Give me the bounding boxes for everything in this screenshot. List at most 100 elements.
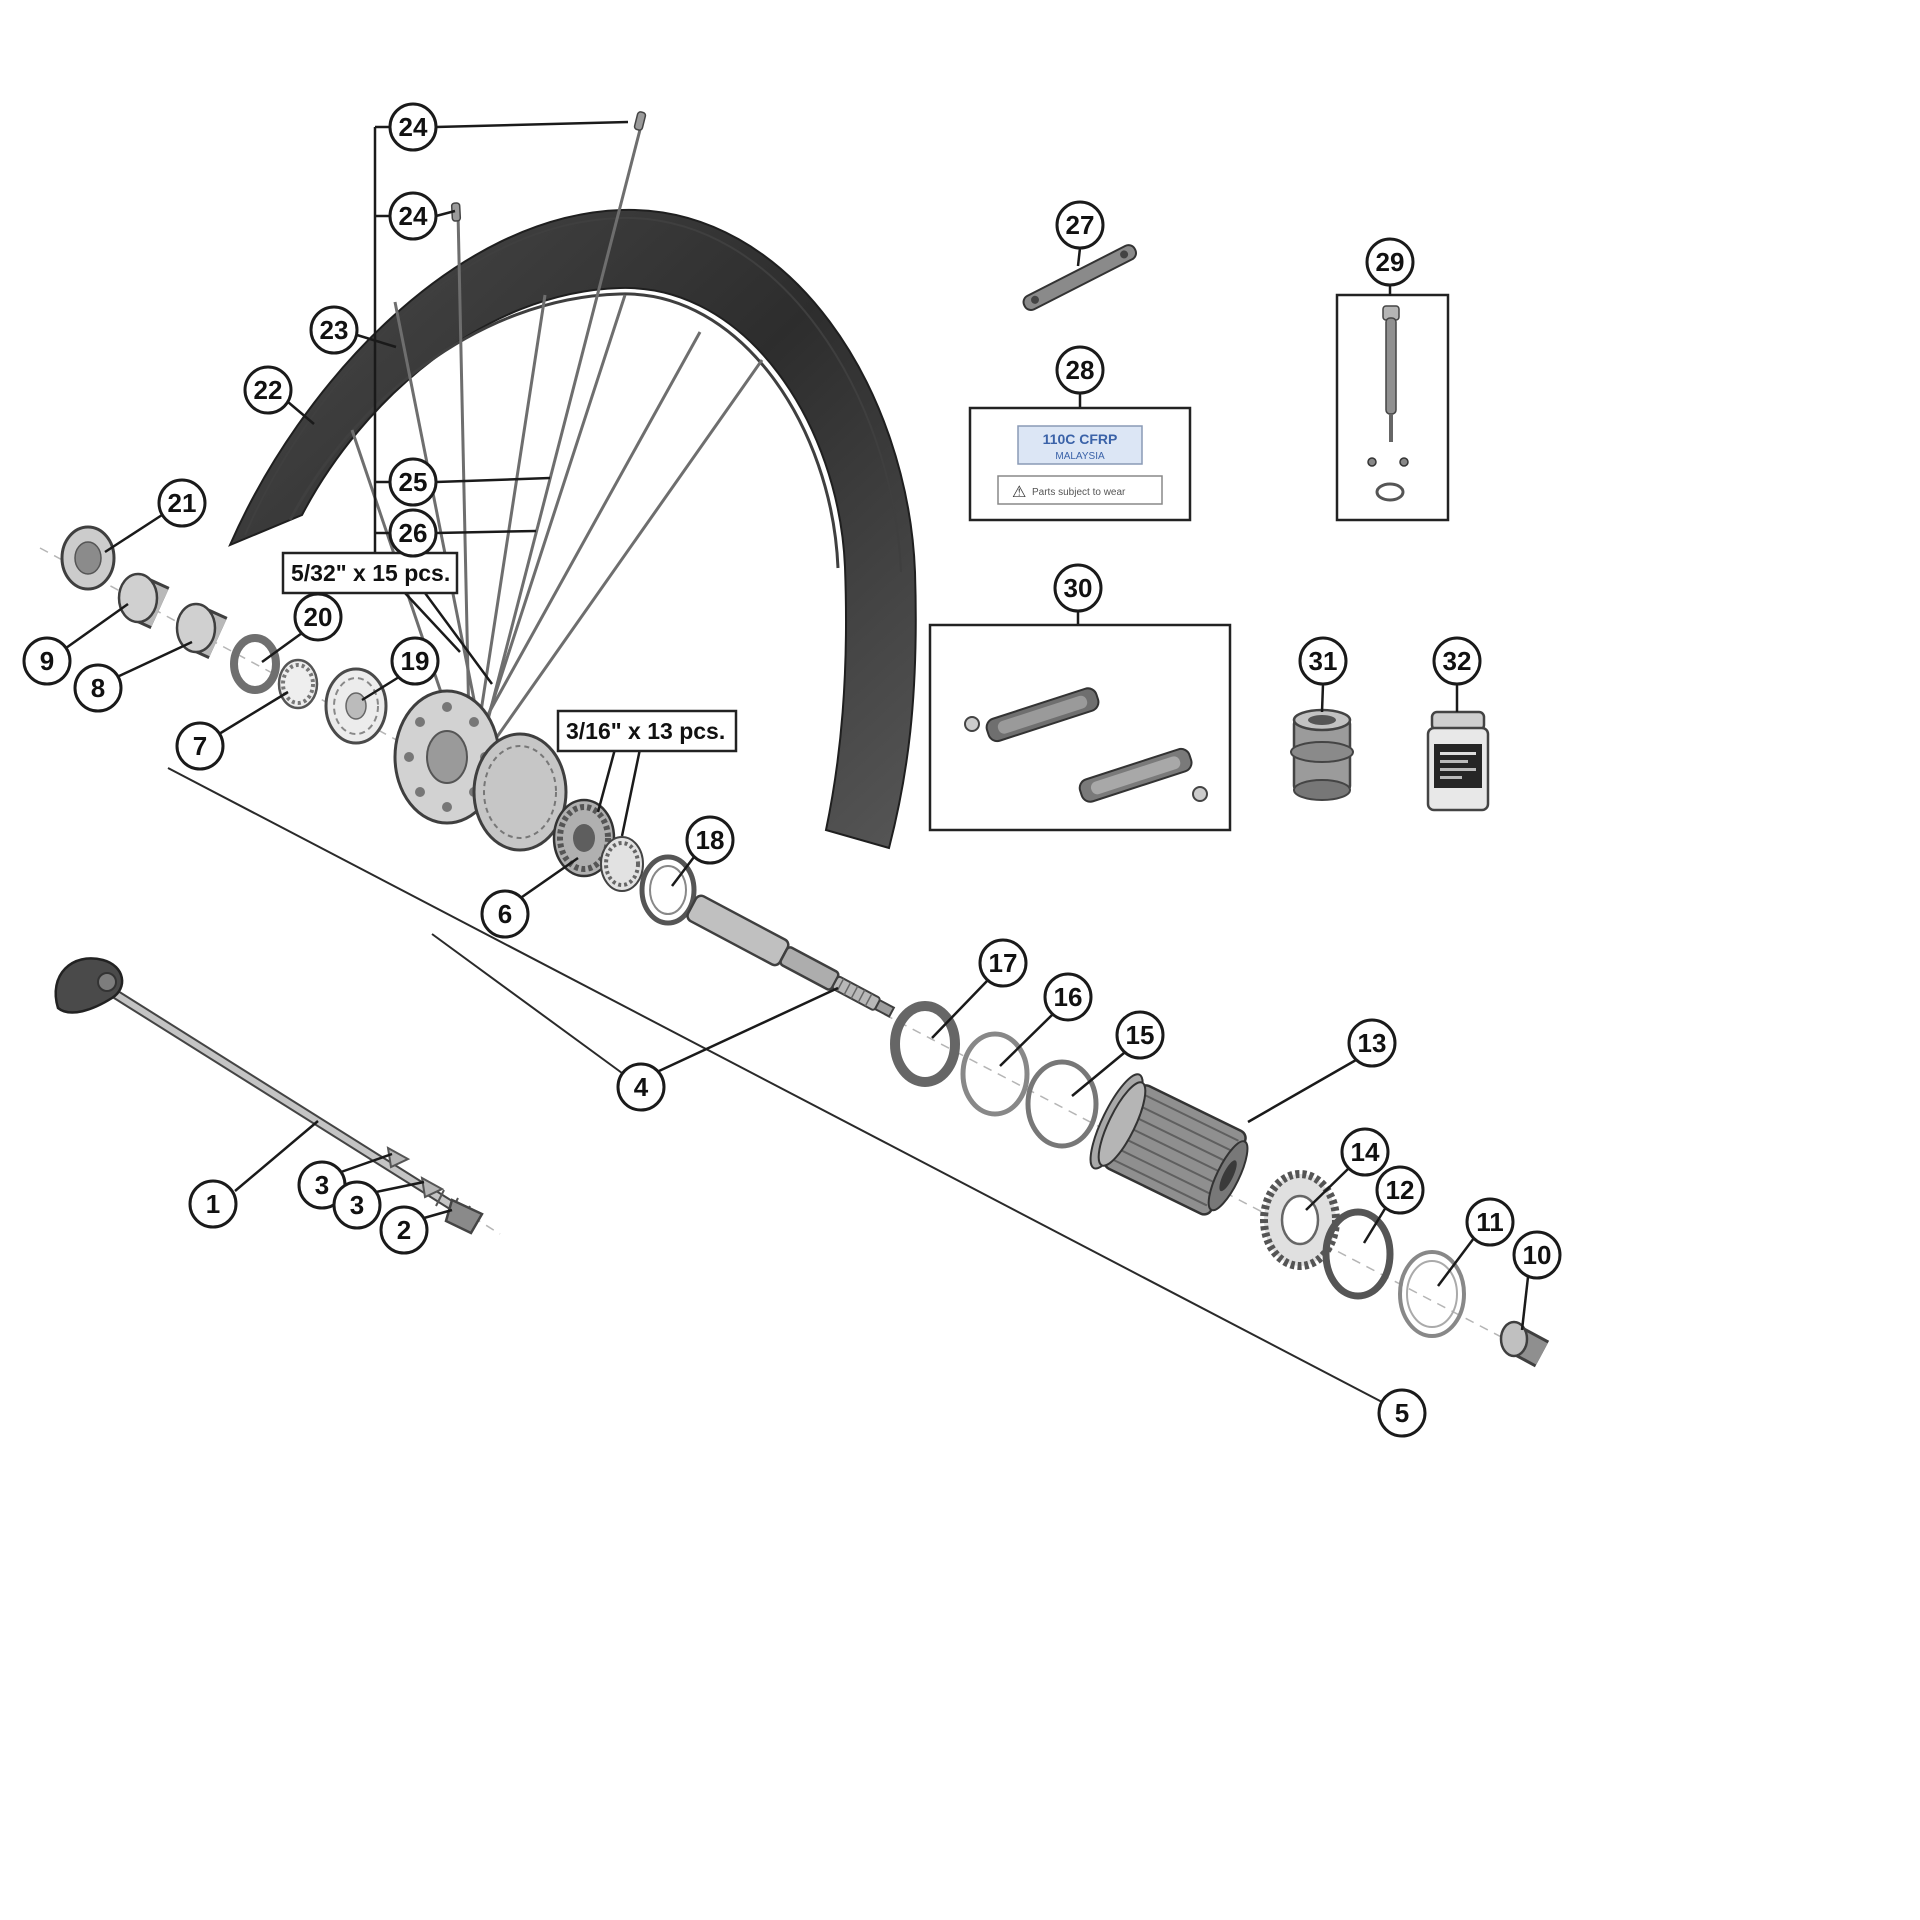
callout-7: 7: [175, 721, 225, 771]
svg-text:7: 7: [193, 731, 207, 761]
callout-24-second: 24: [388, 191, 438, 241]
callout-10: 10: [1512, 1230, 1562, 1280]
callout-2: 2: [379, 1205, 429, 1255]
callout-21: 21: [157, 478, 207, 528]
callout-8: 8: [73, 663, 123, 713]
svg-text:3: 3: [350, 1190, 364, 1220]
rim-sticker-box: 110C CFRP MALAYSIA ⚠ Parts subject to we…: [968, 406, 1192, 522]
svg-text:31: 31: [1309, 646, 1338, 676]
callout-29: 29: [1365, 237, 1415, 287]
callout-25: 25: [388, 457, 438, 507]
svg-text:9: 9: [40, 646, 54, 676]
svg-text:21: 21: [168, 488, 197, 518]
svg-text:11: 11: [1476, 1207, 1504, 1237]
svg-text:2: 2: [397, 1215, 411, 1245]
skewer-spring: [386, 1146, 411, 1169]
svg-text:30: 30: [1064, 573, 1093, 603]
grease-jar: [1426, 710, 1490, 812]
callout-32: 32: [1432, 636, 1482, 686]
brake-pad-set-box: [928, 623, 1232, 832]
leader-lines: [65, 120, 1530, 1331]
hub-seal-ring: [639, 854, 697, 926]
callout-31: 31: [1298, 636, 1348, 686]
grouping-bracket-lines: [167, 767, 1383, 1403]
svg-text:15: 15: [1126, 1020, 1155, 1050]
callout-9: 9: [22, 636, 72, 686]
callout-19: 19: [390, 636, 440, 686]
spokes: [350, 111, 764, 781]
callout-3-first: 3: [297, 1160, 347, 1210]
svg-text:32: 32: [1443, 646, 1472, 676]
callout-26: 26: [388, 508, 438, 558]
callout-27: 27: [1055, 200, 1105, 250]
svg-text:13: 13: [1358, 1028, 1387, 1058]
freehub-body: [1089, 1073, 1249, 1216]
callout-16: 16: [1043, 972, 1093, 1022]
sticker-model-text: 110C CFRP: [1043, 431, 1118, 447]
svg-text:23: 23: [320, 315, 349, 345]
sticker-caution-text: Parts subject to wear: [1032, 487, 1126, 498]
callout-24-top: 24: [388, 102, 438, 152]
svg-text:8: 8: [91, 673, 105, 703]
callout-3-second: 3: [332, 1180, 382, 1230]
svg-text:27: 27: [1066, 210, 1095, 240]
spoke-nipple: [633, 111, 647, 131]
svg-text:28: 28: [1066, 355, 1095, 385]
svg-text:3: 3: [315, 1170, 329, 1200]
hub-adapter: [1290, 708, 1354, 801]
skewer-end-nut: [444, 1198, 484, 1235]
svg-text:18: 18: [696, 825, 725, 855]
svg-text:22: 22: [254, 375, 283, 405]
quick-release-lever: [54, 957, 124, 1014]
svg-text:19: 19: [401, 646, 430, 676]
svg-text:26: 26: [399, 518, 428, 548]
callout-15: 15: [1115, 1010, 1165, 1060]
callout-13: 13: [1347, 1018, 1397, 1068]
svg-text:12: 12: [1386, 1175, 1415, 1205]
callout-28: 28: [1055, 345, 1105, 395]
svg-text:25: 25: [399, 467, 428, 497]
callout-4: 4: [616, 1062, 666, 1112]
svg-text:14: 14: [1351, 1137, 1380, 1167]
svg-text:4: 4: [634, 1072, 649, 1102]
svg-text:6: 6: [498, 899, 512, 929]
quick-release-skewer: [54, 957, 484, 1235]
callout-23: 23: [309, 305, 359, 355]
spoke-size-front-text: 5/32" x 15 pcs.: [291, 560, 450, 586]
callout-11: 11: [1465, 1197, 1515, 1247]
callout-12: 12: [1375, 1165, 1425, 1215]
callout-5: 5: [1377, 1388, 1427, 1438]
sticker-origin-text: MALAYSIA: [1055, 451, 1105, 462]
svg-text:5: 5: [1395, 1398, 1409, 1428]
valve-extender-kit-box: [1335, 293, 1450, 522]
svg-text:20: 20: [304, 602, 333, 632]
callout-6: 6: [480, 889, 530, 939]
axle-spacer-rings: [890, 1001, 1099, 1149]
svg-text:24: 24: [399, 112, 428, 142]
axle-end-parts-left: [60, 525, 388, 745]
callout-1: 1: [188, 1179, 238, 1229]
wheel-rim: [228, 208, 917, 850]
hub-body: [393, 689, 644, 892]
svg-text:16: 16: [1054, 982, 1083, 1012]
callout-20: 20: [293, 592, 343, 642]
warning-icon: ⚠: [1012, 484, 1026, 501]
callout-17: 17: [978, 938, 1028, 988]
spoke-size-rear-text: 3/16" x 13 pcs.: [566, 718, 725, 744]
spoke-wrench: [1022, 244, 1138, 311]
callout-30: 30: [1053, 563, 1103, 613]
svg-text:29: 29: [1376, 247, 1405, 277]
skewer-spring: [420, 1176, 445, 1199]
callout-18: 18: [685, 815, 735, 865]
svg-text:1: 1: [206, 1189, 220, 1219]
svg-text:24: 24: [399, 201, 428, 231]
hub-axle: [686, 894, 896, 1018]
svg-text:17: 17: [989, 948, 1018, 978]
callout-balloons: 24 24 23 22 25 26 21 20 19 9 8 7 18 6 17…: [22, 102, 1562, 1438]
callout-14: 14: [1340, 1127, 1390, 1177]
spoke-size-label-rear: 3/16" x 13 pcs.: [556, 709, 738, 753]
spoke-size-label-front: 5/32" x 15 pcs.: [281, 551, 459, 595]
svg-text:10: 10: [1523, 1240, 1552, 1270]
